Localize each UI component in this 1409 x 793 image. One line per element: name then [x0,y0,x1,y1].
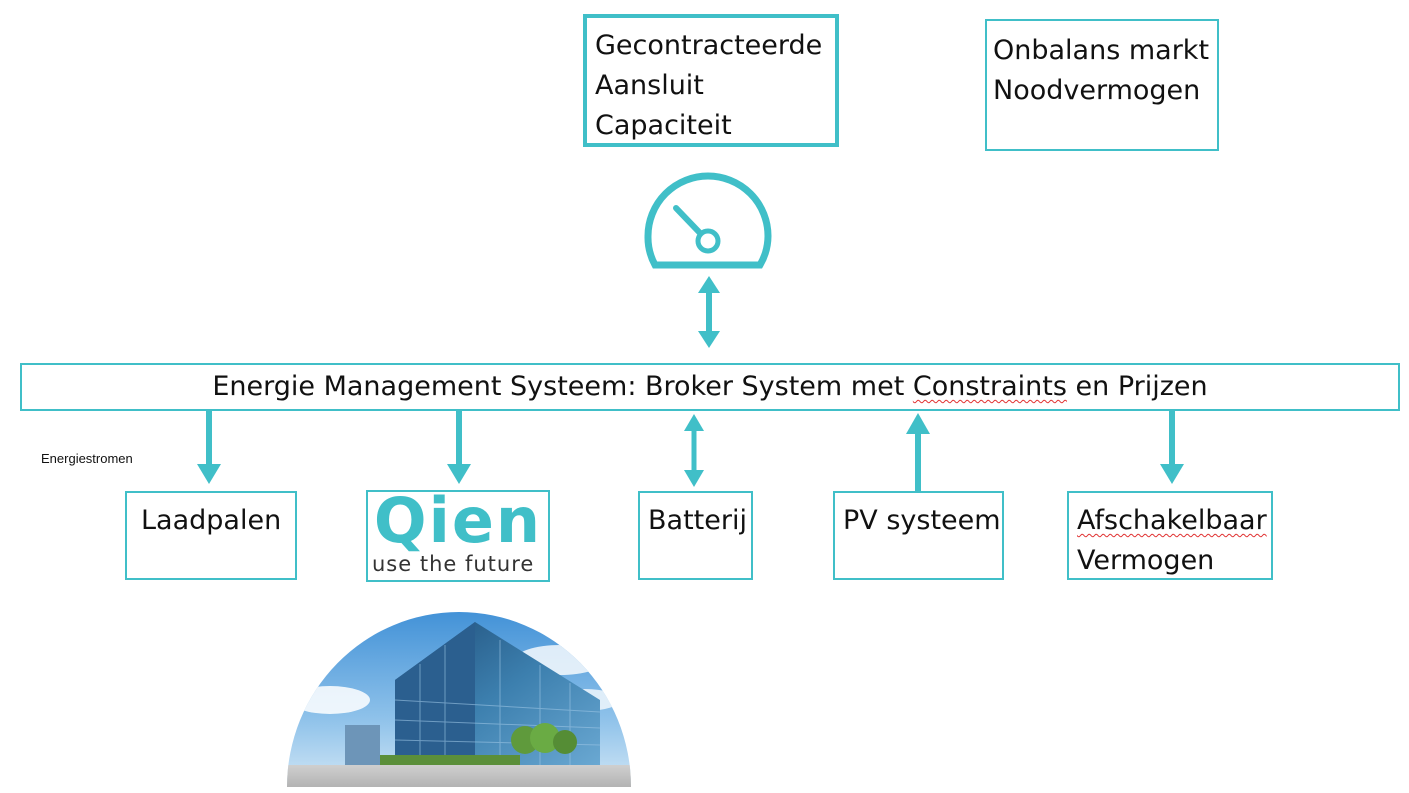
afschakelbaar-box: Afschakelbaar Vermogen [1067,491,1273,580]
afschakelbaar-line-2: Vermogen [1077,545,1215,576]
qien-logo-box: Qien use the future [366,486,550,582]
qien-logo: Qien [373,484,543,557]
imbalance-line-1: Onbalans markt [993,35,1210,66]
energy-flows-label: Energiestromen [41,451,133,466]
arrow-pv-ems [906,413,930,492]
batterij-label: Batterij [648,505,747,536]
arrow-ems-afschakelbaar [1160,411,1184,484]
arrow-ems-batterij [684,414,704,487]
ems-bar: Energie Management Systeem: Broker Syste… [20,363,1400,411]
ems-label-suffix: en Prijzen [1066,371,1208,402]
arrow-ems-laadpalen [197,411,221,484]
laadpalen-label: Laadpalen [141,505,282,536]
contracted-capacity-box: Gecontracteerde Aansluit Capaciteit [583,14,839,147]
pv-system-label: PV systeem [843,505,1001,536]
afschakelbaar-line-1: Afschakelbaar [1077,505,1267,536]
ems-label-misspelled: Constraints [912,371,1067,402]
imbalance-market-box: Onbalans markt Noodvermogen [985,19,1219,151]
office-building-photo [287,612,631,787]
imbalance-line-2: Noodvermogen [993,75,1201,106]
qien-tagline: use the future [372,552,535,576]
contracted-line-3: Capaciteit [595,110,732,141]
batterij-box: Batterij [638,491,753,580]
arrow-ems-meter [698,276,720,348]
pv-system-box: PV systeem [833,491,1004,580]
ems-label: Energie Management Systeem: Broker Syste… [22,365,1398,409]
contracted-line-2: Aansluit [595,70,704,101]
contracted-line-1: Gecontracteerde [595,30,823,61]
ems-label-prefix: Energie Management Systeem: Broker Syste… [212,371,913,402]
laadpalen-box: Laadpalen [125,491,297,580]
arrow-ems-qien [447,411,471,484]
gauge-icon [644,172,772,269]
